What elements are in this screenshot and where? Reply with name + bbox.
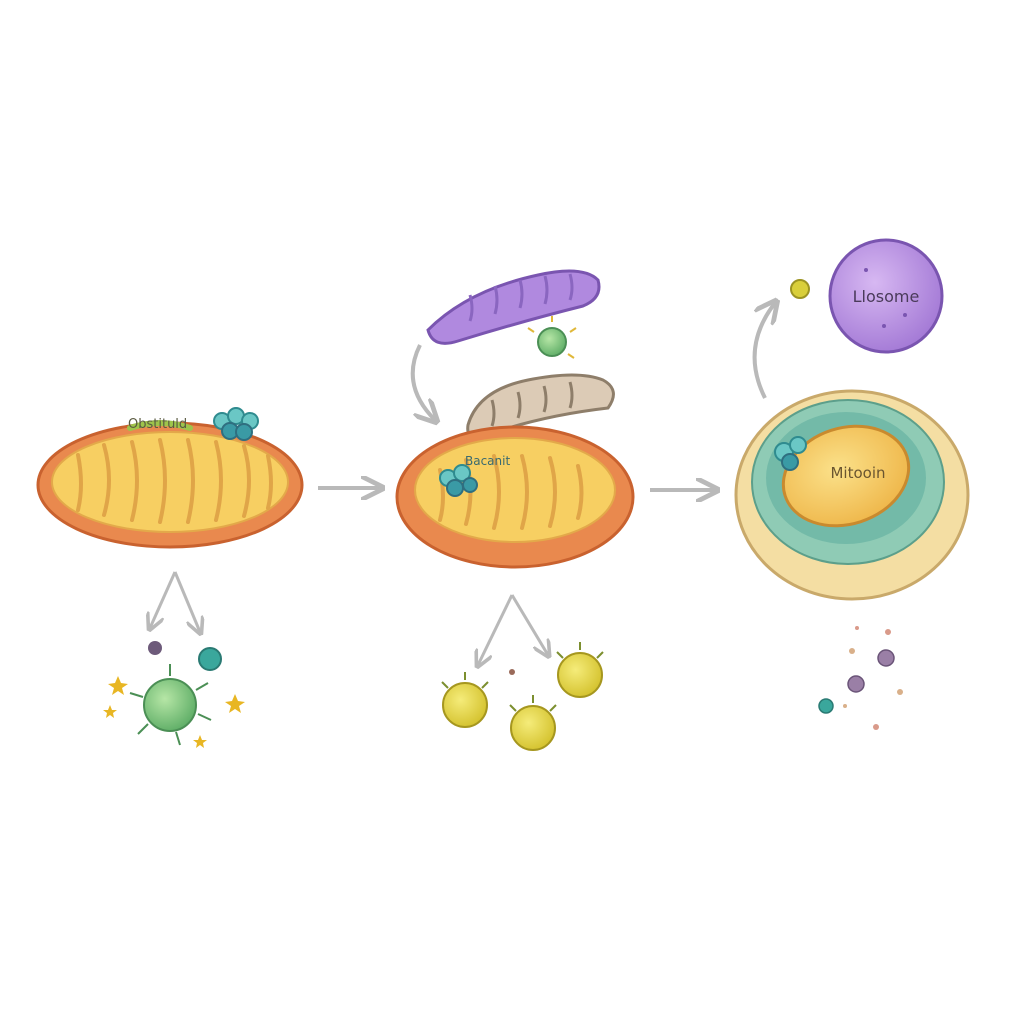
autolysosome: Mitooin	[734, 389, 970, 601]
receptor-cluster-3	[774, 436, 807, 471]
fusion-arrow	[752, 303, 775, 399]
label-mito1: Obstituld	[128, 417, 187, 432]
phagophore	[426, 269, 601, 345]
receptor-cluster-2	[439, 464, 478, 497]
receptor-cluster-1	[213, 407, 259, 441]
engulfed-mitochondrion	[781, 424, 911, 528]
label-lysosome: Llosome	[853, 287, 920, 306]
engulf-arrow	[410, 344, 435, 420]
release-arrows-2	[478, 594, 548, 665]
small-green-particle-2	[527, 316, 577, 359]
label-mito2: Bacanit	[465, 454, 510, 468]
mitochondrion-1: Obstituld	[36, 407, 304, 549]
lysosome: Llosome	[828, 238, 944, 354]
released-particles-1	[103, 641, 245, 748]
released-particles-2	[441, 642, 604, 751]
small-yellow-granule	[790, 279, 810, 299]
release-arrows-1	[150, 571, 200, 632]
mitochondrion-2: Bacanit	[395, 425, 635, 569]
degradation-products	[818, 626, 903, 730]
label-autolysosome: Mitooin	[830, 464, 885, 482]
